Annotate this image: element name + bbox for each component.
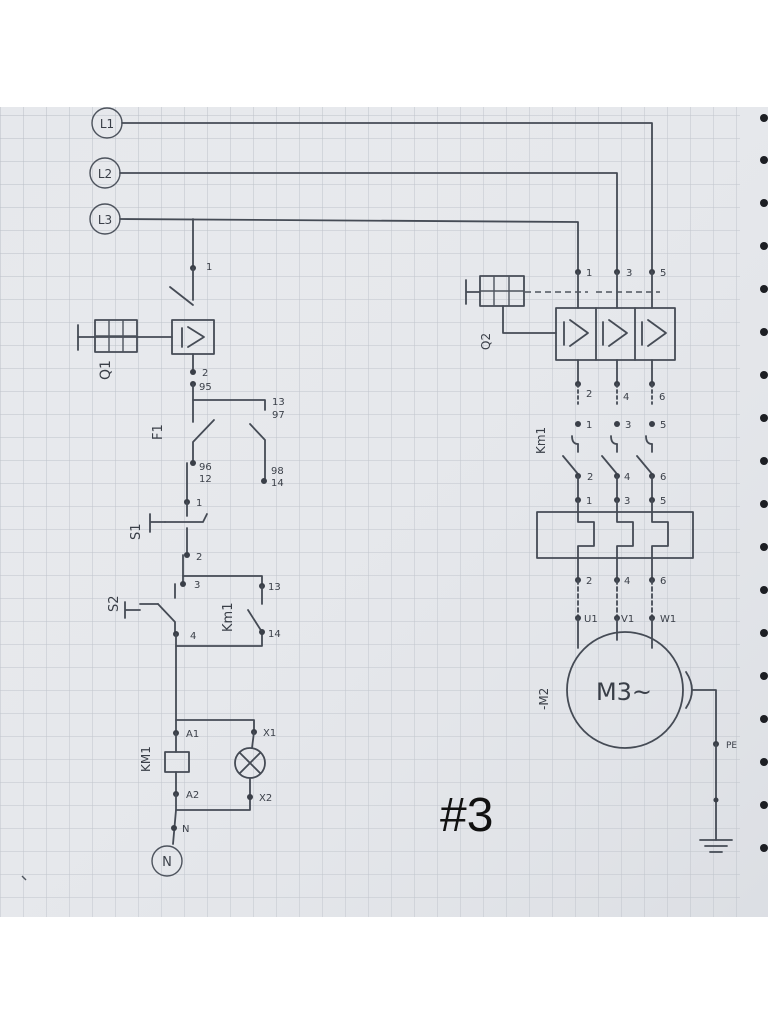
s1-terminal-out: 2 [196, 552, 202, 563]
lamp-terminal-x2: X2 [259, 793, 272, 804]
coil-terminal-a1: A1 [186, 729, 199, 740]
km1-bot-4: 4 [624, 472, 630, 483]
notebook-binding [760, 114, 768, 852]
s1-terminal-in: 1 [196, 498, 202, 509]
f1-tag: F1 [151, 424, 166, 440]
motor-label: M3~ [596, 678, 652, 706]
s1-stop-button: 1 S1 2 [129, 498, 208, 583]
s2-tag: S2 [107, 595, 122, 612]
km1-main-tag: Km1 [534, 427, 548, 454]
motor-terminal-u1: U1 [584, 614, 598, 625]
pilot-lamp: X1 X2 [234, 728, 276, 804]
motor-tag: -M2 [537, 688, 551, 710]
f1-terminal-97: 97 [272, 410, 285, 421]
ol-top-1: 1 [586, 496, 592, 507]
supply-l3-label: L3 [98, 213, 112, 227]
f1-terminal-95: 95 [199, 382, 212, 393]
q1-tag: Q1 [98, 360, 114, 380]
km1-bot-6: 6 [660, 472, 666, 483]
supply-l3: L3 [89, 203, 579, 273]
q2-top-3: 3 [626, 268, 632, 279]
motor-terminal-w1: W1 [660, 614, 676, 625]
s2-terminal-in: 3 [194, 580, 200, 591]
km1-main-contacts: 1 3 5 Km1 2 4 6 [534, 420, 666, 499]
km1-aux-tag: Km1 [221, 603, 236, 632]
overload-relay: 1 3 5 2 4 6 [536, 496, 694, 619]
q2-bot-6: 6 [659, 392, 665, 403]
ol-bot-4: 4 [624, 576, 630, 587]
km1-top-5: 5 [660, 420, 666, 431]
ol-top-3: 3 [624, 496, 630, 507]
f1-terminal-98: 98 [271, 466, 284, 477]
neutral-terminal: N N [151, 809, 189, 877]
q2-top-1: 1 [586, 268, 592, 279]
km1-coil: A1 KM1 A2 [139, 633, 255, 811]
f1-terminal-14: 14 [271, 478, 284, 489]
q1-terminal-in: 1 [206, 262, 212, 273]
supply-n-label: N [162, 855, 172, 870]
pe-label: PE [726, 741, 737, 751]
motor-m2: U1 V1 W1 M3~ -M2 [537, 614, 717, 749]
q1-terminal-out: 2 [202, 368, 208, 379]
q2-bot-4: 4 [623, 392, 629, 403]
q2-top-5: 5 [660, 268, 666, 279]
ol-bot-6: 6 [660, 576, 666, 587]
ol-top-5: 5 [660, 496, 666, 507]
f1-terminal-13: 13 [272, 397, 285, 408]
f1-terminal-12: 12 [199, 474, 212, 485]
supply-l1: L1 [91, 107, 653, 273]
km1-top-3: 3 [625, 420, 631, 431]
ol-bot-2: 2 [586, 576, 592, 587]
s2-terminal-out: 4 [190, 631, 196, 642]
q1-breaker: 1 Q1 2 [77, 262, 215, 380]
motor-terminal-v1: V1 [621, 614, 634, 625]
q2-breaker: 1 3 5 Q2 2 4 6 [465, 268, 676, 405]
diagram-caption: #3 [440, 789, 494, 842]
lamp-terminal-x1: X1 [263, 728, 276, 739]
km1-aux-terminal-14: 14 [268, 629, 281, 640]
km1-top-1: 1 [586, 420, 592, 431]
km1-aux-terminal-13: 13 [268, 582, 281, 593]
km1-coil-tag: KM1 [139, 746, 153, 772]
supply-l1-label: L1 [100, 117, 114, 131]
coil-terminal-a2: A2 [186, 790, 199, 801]
s1-tag: S1 [129, 523, 144, 540]
stray-mark [21, 875, 27, 881]
neutral-terminal-label: N [182, 824, 189, 835]
km1-holding-contact: 13 Km1 14 [175, 582, 281, 647]
supply-l2: L2 [89, 157, 618, 273]
pe-ground: PE [699, 741, 737, 853]
q2-bot-2: 2 [586, 389, 592, 400]
km1-bot-2: 2 [587, 472, 593, 483]
f1-terminal-96: 96 [199, 462, 212, 473]
supply-l2-label: L2 [98, 167, 112, 181]
q2-tag: Q2 [479, 333, 493, 350]
s2-start-button: 3 S2 4 [107, 575, 263, 642]
f1-overload-contacts: 95 13 97 F1 96 12 98 14 [151, 381, 285, 501]
